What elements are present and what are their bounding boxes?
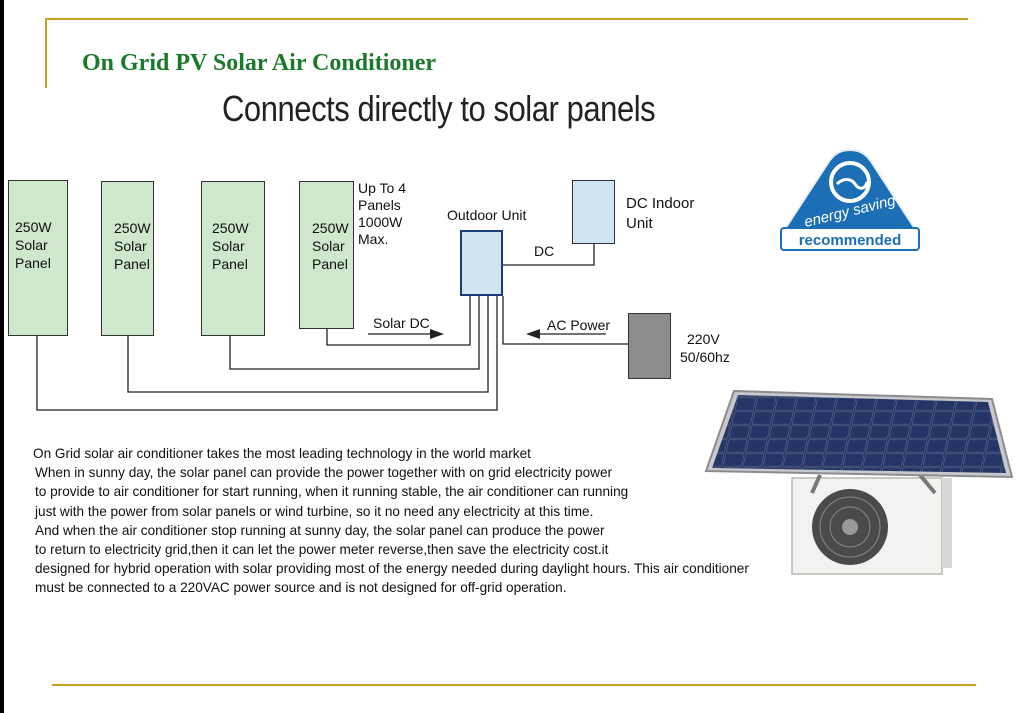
dc-label: DC <box>534 243 555 259</box>
energy-swirl-icon <box>829 161 871 203</box>
wire-panel-1 <box>36 296 498 411</box>
panel-name: Solar <box>114 238 147 254</box>
left-edge-bar <box>0 0 4 713</box>
solar-panel-2: 250W Solar Panel <box>101 181 154 336</box>
title-side-rule <box>45 18 47 88</box>
dc-indoor-unit-label: DC Indoor Unit <box>626 195 695 232</box>
solar-ac-product-photo <box>704 389 1014 575</box>
wire-panel-4 <box>326 296 471 346</box>
solar-panel-surface <box>712 395 1006 473</box>
outdoor-unit <box>460 230 503 296</box>
panel-unit: Panel <box>15 255 51 271</box>
paragraph-line: to provide to air conditioner for start … <box>35 484 629 500</box>
solar-dc-label: Solar DC <box>373 315 430 331</box>
panel-name: Solar <box>212 238 245 254</box>
ac-power-arrowhead <box>526 329 540 339</box>
wire-panel-2 <box>127 296 489 393</box>
ac-power-label: AC Power <box>547 317 611 333</box>
paragraph-line: must be connected to a 220VAC power sour… <box>35 580 567 596</box>
paragraph-line: When in sunny day, the solar panel can p… <box>35 465 613 481</box>
panel-watt: 250W <box>212 220 249 236</box>
outdoor-unit-label: Outdoor Unit <box>447 207 527 223</box>
dc-indoor-unit <box>572 180 615 244</box>
top-divider <box>45 18 968 20</box>
badge-line2: recommended <box>799 232 902 249</box>
panel-watt: 250W <box>114 220 151 236</box>
slide-subtitle: Connects directly to solar panels <box>222 88 656 129</box>
paragraph-line: On Grid solar air conditioner takes the … <box>33 446 531 461</box>
wire-panel-3 <box>229 296 480 370</box>
solar-panel-1: 250W Solar Panel <box>8 180 68 336</box>
description-paragraph: On Grid solar air conditioner takes the … <box>33 444 749 598</box>
solar-panel-4: 250W Solar Panel <box>299 181 354 329</box>
grid-power-source <box>628 313 671 379</box>
solar-dc-arrowhead <box>430 329 444 339</box>
power-source-label: 220V 50/60hz <box>680 331 730 365</box>
paragraph-line: just with the power from solar panels or… <box>35 503 594 519</box>
solar-panel-3: 250W Solar Panel <box>201 181 265 336</box>
panel-limit-note: Up To 4 Panels 1000W Max. <box>358 180 406 247</box>
paragraph-line: to return to electricity grid,then it ca… <box>35 542 609 558</box>
panel-unit: Panel <box>114 256 150 272</box>
panel-name: Solar <box>312 238 345 254</box>
panel-unit: Panel <box>212 256 248 272</box>
paragraph-line: designed for hybrid operation with solar… <box>35 561 749 577</box>
panel-watt: 250W <box>312 220 349 236</box>
wire-ac-power <box>502 296 628 345</box>
panel-unit: Panel <box>312 256 348 272</box>
slide-title: On Grid PV Solar Air Conditioner <box>82 50 437 76</box>
bottom-divider <box>52 684 976 686</box>
paragraph-line: And when the air conditioner stop runnin… <box>35 522 605 538</box>
energy-saving-badge: energy saving recommended <box>780 148 920 251</box>
panel-watt: 250W <box>15 219 52 235</box>
panel-name: Solar <box>15 237 48 253</box>
wire-dc-indoor <box>503 244 595 266</box>
